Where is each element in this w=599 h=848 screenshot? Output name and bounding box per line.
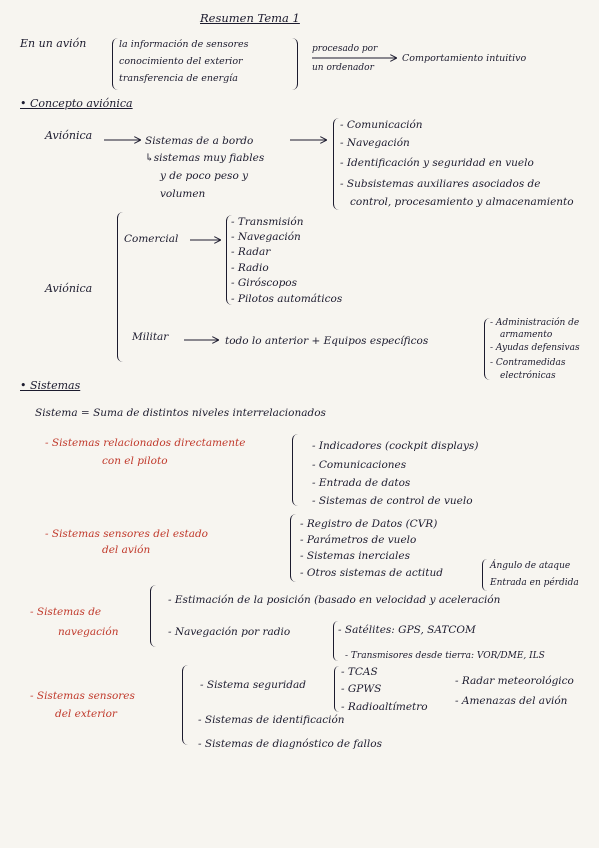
abordo-item: - Subsistemas auxiliares asociados de [340, 178, 541, 190]
abordo-item: control, procesamiento y almacenamiento [350, 196, 574, 208]
militar-label: Militar [132, 331, 169, 343]
abordo-line: ↳sistemas muy fiables [145, 152, 265, 164]
g1-item: - Indicadores (cockpit displays) [312, 440, 479, 452]
comercial-item: - Radio [231, 262, 269, 274]
abordo-item: - Comunicación [340, 119, 423, 131]
intro-result: Comportamiento intuitivo [402, 53, 527, 64]
g3-label: navegación [58, 626, 119, 638]
intro-item: la información de sensores [119, 39, 249, 50]
g4-more: - Sistemas de diagnóstico de fallos [198, 738, 382, 750]
g4-seg-item: - GPWS [341, 683, 382, 695]
g4-brace [182, 665, 189, 745]
militar-item: electrónicas [500, 371, 556, 381]
avionica-label: Aviónica [45, 129, 93, 142]
intro-brace-right [292, 38, 298, 90]
g3-item: - Estimación de la posición (basado en v… [168, 594, 501, 606]
comercial-item: - Radar [231, 246, 271, 258]
intro-brace [112, 38, 118, 90]
abordo-item: - Navegación [340, 137, 410, 149]
militar-item: - Administración de [490, 318, 580, 328]
g3-radio-item: - Transmisores desde tierra: VOR/DME, IL… [345, 651, 545, 661]
comercial-brace [226, 215, 232, 305]
g3-brace [150, 585, 157, 647]
g2-label: - Sistemas sensores del estado [45, 528, 208, 540]
g2-item: - Sistemas inerciales [300, 550, 411, 562]
g2-sub-item: Entrada en pérdida [490, 578, 579, 588]
militar-text: todo lo anterior + Equipos específicos [225, 335, 429, 347]
g3-label: - Sistemas de [30, 606, 102, 618]
comercial-item: - Navegación [231, 231, 301, 243]
militar-item: armamento [500, 330, 553, 340]
g4-seg-brace [334, 666, 339, 712]
g2-sub-brace [482, 559, 487, 591]
g2-item: - Parámetros de vuelo [300, 534, 417, 546]
processed-label: procesado por [312, 44, 378, 54]
comercial-item: - Giróscopos [231, 277, 297, 289]
avionica-brace [117, 212, 124, 362]
comercial-item: - Transmisión [231, 216, 304, 228]
g4-label: del exterior [55, 708, 117, 720]
comercial-label: Comercial [124, 233, 179, 245]
g1-label: con el piloto [102, 455, 168, 467]
g1-label: - Sistemas relacionados directamente [45, 437, 246, 449]
g2-sub-item: Ángulo de ataque [490, 561, 571, 571]
g1-item: - Comunicaciones [312, 459, 407, 471]
g2-label: del avión [102, 544, 151, 556]
processed-label: un ordenador [312, 63, 374, 73]
g2-item: - Registro de Datos (CVR) [300, 518, 438, 530]
abordo-item: - Identificación y seguridad en vuelo [340, 157, 534, 169]
g4-seg-right: - Amenazas del avión [455, 695, 568, 707]
g4-seg-item: - TCAS [341, 666, 378, 678]
g3-radio-brace [333, 621, 338, 661]
g4-seg-label: - Sistema seguridad [200, 679, 306, 691]
intro-lead: En un avión [20, 37, 87, 50]
section-heading-sistemas: • Sistemas [20, 379, 81, 392]
abordo-line: y de poco peso y [160, 170, 249, 182]
g4-seg-right: - Radar meteorológico [455, 675, 574, 687]
g2-brace [290, 514, 296, 582]
avionica-label-2: Aviónica [45, 282, 93, 295]
page-title: Resumen Tema 1 [200, 11, 300, 25]
abordo-brace [333, 118, 339, 210]
g1-item: - Entrada de datos [312, 477, 411, 489]
militar-item: - Contramedidas [490, 358, 566, 368]
comercial-item: - Pilotos automáticos [231, 293, 343, 305]
g3-radio-item: - Satélites: GPS, SATCOM [338, 624, 476, 636]
abordo-line: volumen [160, 188, 206, 200]
intro-item: transferencia de energía [119, 73, 238, 84]
g2-item: - Otros sistemas de actitud [300, 567, 443, 579]
sistema-definition: Sistema = Suma de distintos niveles inte… [35, 407, 326, 419]
section-heading-avionica: • Concepto aviónica [20, 97, 133, 110]
g1-item: - Sistemas de control de vuelo [312, 495, 473, 507]
g3-item: - Navegación por radio [168, 626, 291, 638]
abordo-line: Sistemas de a bordo [145, 135, 254, 147]
g4-seg-item: - Radioaltímetro [341, 701, 428, 713]
intro-item: conocimiento del exterior [119, 56, 243, 67]
militar-item: - Ayudas defensivas [490, 343, 580, 353]
g4-label: - Sistemas sensores [30, 690, 135, 702]
g4-more: - Sistemas de identificación [198, 714, 345, 726]
g1-brace [292, 434, 298, 506]
militar-brace [484, 318, 490, 380]
